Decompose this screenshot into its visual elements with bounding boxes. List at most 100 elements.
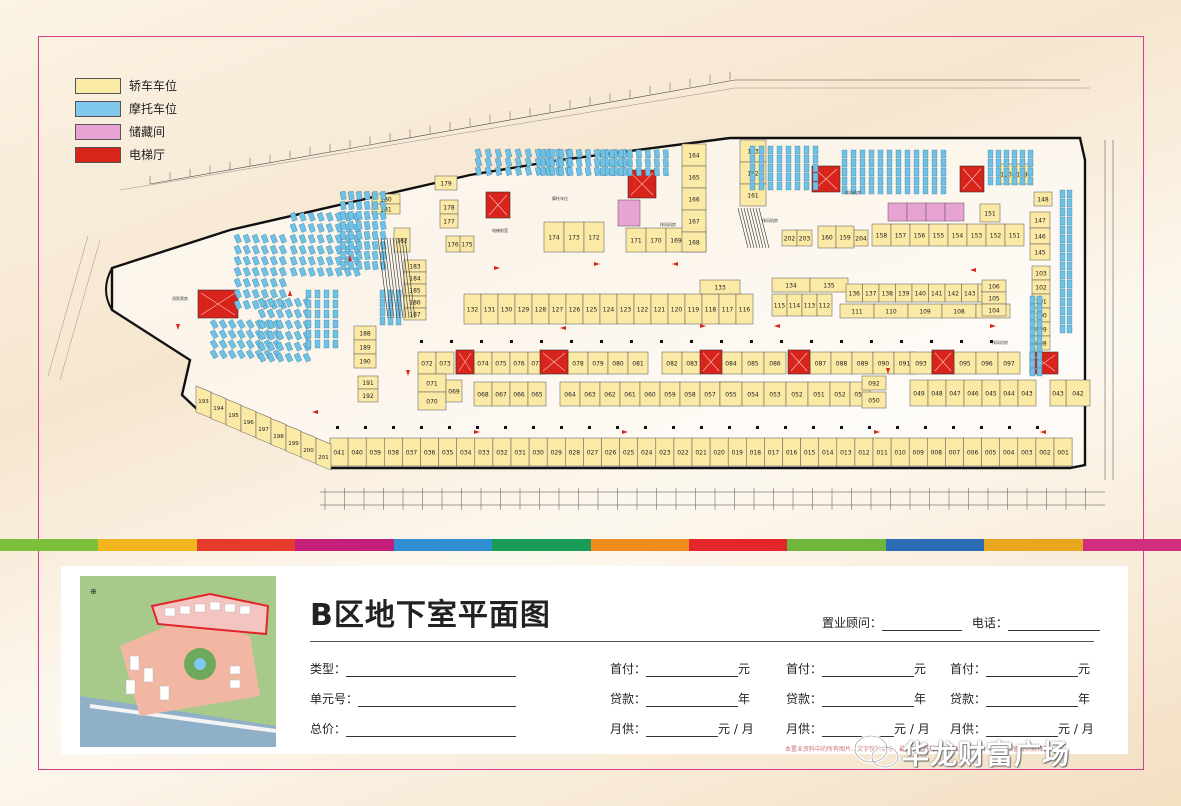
motorcycle-space <box>474 148 483 158</box>
motorcycle-space <box>307 256 316 266</box>
motorcycle-space <box>352 267 361 277</box>
motorcycle-space <box>233 244 242 255</box>
motorcycle-space <box>913 176 920 186</box>
space-number: 177 <box>443 219 455 226</box>
motorcycle-space <box>758 172 765 182</box>
motorcycle-space <box>371 240 379 251</box>
motorcycle-space <box>1066 252 1073 262</box>
motorcycle-space <box>379 316 386 326</box>
motorcycle-space <box>260 266 269 277</box>
parking-space <box>403 307 427 321</box>
elevator-cross <box>200 292 236 316</box>
motorcycle-space <box>1003 149 1010 159</box>
motorcycle-space <box>484 148 493 158</box>
stripe-segment <box>98 539 197 551</box>
motorcycle-space <box>379 307 386 317</box>
payment-field: 首付：元 <box>950 660 1090 677</box>
ramp-hatch <box>383 237 395 319</box>
ramp-hatch <box>389 237 401 319</box>
structural-column <box>960 340 963 343</box>
motorcycle-space <box>584 166 592 177</box>
motorcycle-space <box>474 166 483 176</box>
space-number: 186 <box>409 300 421 307</box>
ramp-hatch <box>392 237 404 319</box>
motorcycle-space <box>1059 315 1066 325</box>
space-number: 146 <box>1034 234 1046 241</box>
motorcycle-space <box>608 158 615 168</box>
space-number: 089 <box>857 361 869 368</box>
motorcycle-space <box>987 167 994 177</box>
structural-column <box>720 340 723 343</box>
space-number: 153 <box>971 233 983 240</box>
motorcycle-space <box>931 176 938 186</box>
motorcycle-space <box>626 149 633 159</box>
motorcycle-space <box>514 157 523 167</box>
parking-space <box>735 293 754 325</box>
structural-column <box>588 426 591 429</box>
motorcycle-space <box>316 256 325 266</box>
elevator-cross <box>1032 354 1056 372</box>
legend-swatch <box>75 77 121 94</box>
motorcycle-space <box>995 149 1002 159</box>
motorcycle-space <box>316 234 325 244</box>
parking-space <box>353 353 377 369</box>
space-number: 085 <box>747 361 759 368</box>
motorcycle-space <box>227 349 237 360</box>
motorcycle-space <box>785 172 792 182</box>
space-number: 096 <box>981 361 993 368</box>
motorcycle-space <box>776 145 783 155</box>
payment-unit: 元 / 月 <box>1058 722 1094 736</box>
motorcycle-space <box>284 319 294 330</box>
motorcycle-space <box>940 185 947 195</box>
motorcycle-space <box>895 158 902 168</box>
space-number: 194 <box>213 406 224 412</box>
motorcycle-space <box>1029 327 1036 337</box>
space-number: 165 <box>688 175 700 182</box>
motorcycle-space <box>548 166 556 177</box>
motorcycle-space <box>644 149 651 159</box>
motorcycle-space <box>227 319 237 330</box>
stripe-segment <box>984 539 1083 551</box>
ramp-hatch <box>749 207 761 249</box>
structural-column <box>840 426 843 429</box>
motorcycle-space <box>859 176 866 186</box>
space-number: 152 <box>990 233 1002 240</box>
space-number: 052 <box>791 392 803 399</box>
elevator-cross <box>542 352 566 372</box>
space-number: 042 <box>1072 391 1084 398</box>
space-number: 046 <box>967 391 979 398</box>
elevator-cross <box>962 168 982 190</box>
motorcycle-space <box>803 154 810 164</box>
motorcycle-space <box>1029 303 1036 313</box>
motorcycle-space <box>794 181 801 191</box>
stripe-segment <box>885 539 985 551</box>
space-number: 007 <box>949 450 961 457</box>
structural-column <box>900 340 903 343</box>
motorcycle-space <box>251 244 260 255</box>
motorcycle-space <box>242 288 251 299</box>
motorcycle-space <box>1066 243 1073 253</box>
motorcycle-space <box>1066 207 1073 217</box>
motorcycle-space <box>593 157 601 168</box>
space-number: 201 <box>318 455 329 461</box>
motorcycle-space <box>323 339 330 349</box>
space-number: 080 <box>612 361 624 368</box>
space-number: 013 <box>840 450 852 457</box>
space-number: 069 <box>448 389 460 396</box>
motorcycle-space <box>524 157 533 167</box>
motorcycle-space <box>1029 311 1036 321</box>
drive-arrow <box>774 324 780 328</box>
motorcycle-space <box>1059 270 1066 280</box>
motorcycle-space <box>371 190 379 201</box>
motorcycle-space <box>269 266 278 277</box>
motorcycle-space <box>323 329 330 339</box>
motorcycle-space <box>841 149 848 159</box>
space-number: 051 <box>813 392 825 399</box>
motorcycle-space <box>251 233 260 244</box>
room-label: 排风机房 <box>660 221 676 227</box>
motorcycle-space <box>758 181 765 191</box>
motorcycle-space <box>1019 149 1026 159</box>
motorcycle-space <box>305 339 312 349</box>
space-number: 143 <box>964 291 976 298</box>
